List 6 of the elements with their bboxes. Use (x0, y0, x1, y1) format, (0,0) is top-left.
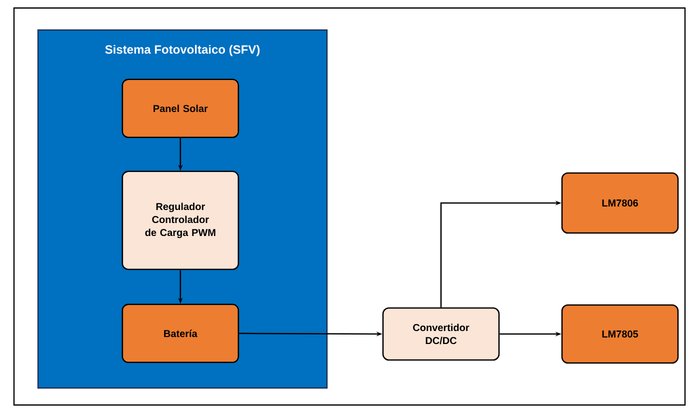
process-box: LM7805 (561, 304, 679, 364)
process-box: Convertidor DC/DC (382, 307, 500, 361)
process-box: Regulador Controlador de Carga PWM (122, 170, 240, 270)
process-box: Panel Solar (122, 78, 240, 138)
process-box: LM7806 (561, 172, 679, 234)
process-box: Batería (122, 304, 240, 364)
